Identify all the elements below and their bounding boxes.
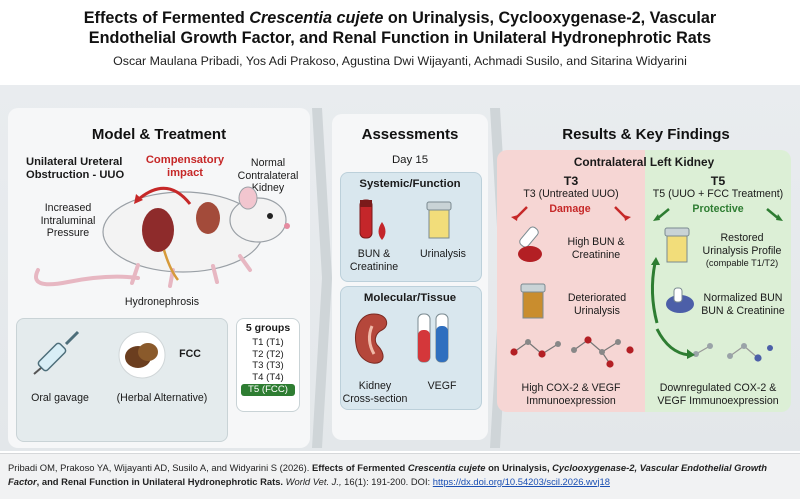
molecular-title: Molecular/Tissue [363,292,457,304]
group-item: T2 (T2) [252,348,284,360]
t3-code: T3 [563,174,579,188]
vegf-tubes-icon [417,313,449,363]
clear-urine-icon [664,227,690,263]
group-item: T1 (T1) [252,337,284,348]
fcc-fruit-icon [118,331,166,379]
doi-link[interactable]: https://dx.doi.org/10.54203/scil.2026.wv… [432,475,610,487]
day-label: Day 15 [391,154,429,166]
group-item: T5 (FCC) [241,384,295,396]
oral-gavage-label: Oral gavage [31,392,89,404]
contralateral-kidney-heading: Contralateral Left Kidney [573,155,715,169]
groups-list: T1 (T1)T2 (T2)T3 (T3)T4 (T4)T5 (FCC) [237,337,299,396]
citation-bar: Pribadi OM, Prakoso YA, Wijayanti AD, Su… [0,453,800,499]
hydronephrosis-label: Hydronephrosis [124,296,200,308]
vegf-label: VEGF [427,380,457,392]
group-item: T3 (T3) [252,360,284,372]
damage-arrows-icon [511,206,631,221]
rat-illustration [34,186,290,288]
groups-title: 5 groups [245,322,291,334]
fcc-label: FCC [179,348,201,360]
t5-panel [645,150,791,412]
urine-cup-icon [426,201,452,239]
t3-label: T3 (Untreated UUO) [523,188,619,200]
group-item: T4 (T4) [252,371,284,383]
cloudy-urine-icon [520,283,546,319]
blood-tube-icon [359,199,386,240]
t3-panel [497,150,645,412]
results-heading: Results & Key Findings [562,126,730,143]
kidney-section-icon [355,313,388,364]
bun-creatinine-label: BUN &Creatinine [349,248,399,273]
t5-code: T5 [710,174,726,188]
t3-bun-label: High BUN &Creatinine [567,236,625,261]
model-treatment-heading: Model & Treatment [91,126,227,143]
t5-cox-molecule-icon [693,343,773,362]
author-list: Oscar Maulana Pribadi, Yos Adi Prakoso, … [113,54,687,68]
flow-chevron-1 [312,108,332,448]
t5-label: T5 (UUO + FCC Treatment) [652,188,784,200]
treatment-box [16,318,228,442]
page-title: Effects of Fermented Crescentia cujete o… [83,9,717,47]
protective-label: Protective [692,203,744,215]
groups-box: 5 groups T1 (T1)T2 (T2)T3 (T3)T4 (T4)T5 … [236,318,300,412]
normal-blood-icon [666,287,694,313]
t3-cox-molecule-icon [510,336,634,368]
urinalysis-label: Urinalysis [420,248,466,260]
syringe-icon [33,330,80,375]
citation-text: Pribadi OM, Prakoso YA, Wijayanti AD, Su… [8,462,767,487]
systemic-title: Systemic/Function [359,178,461,190]
blood-drop-icon [518,226,542,262]
assessments-heading: Assessments [361,126,459,143]
protective-arrows-icon [650,208,783,359]
damage-label: Damage [549,203,591,215]
t5-cox-label: Downregulated COX-2 &VEGF Immunoexpressi… [657,382,779,407]
herbal-alternative-label: (Herbal Alternative) [116,392,208,404]
